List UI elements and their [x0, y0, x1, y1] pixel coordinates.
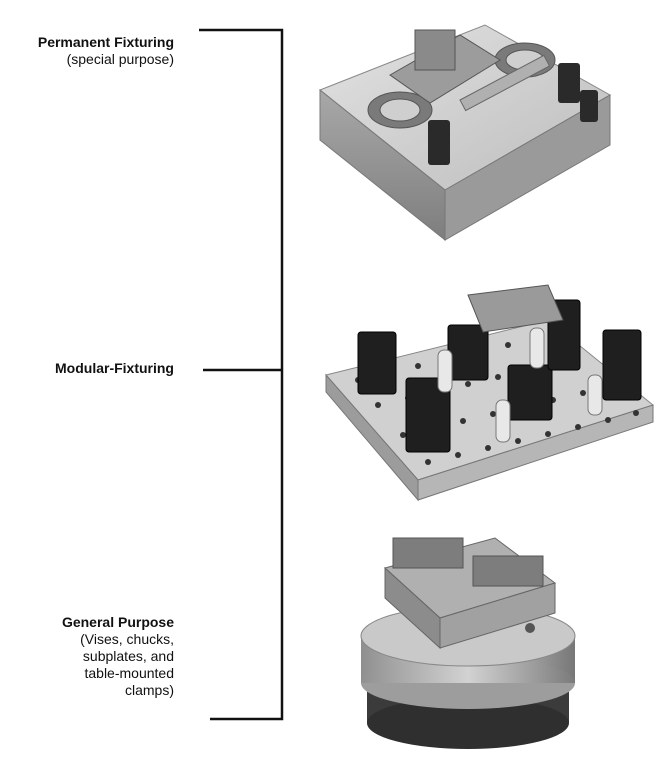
- label-title: Modular-Fixturing: [55, 360, 174, 376]
- label-subtitle: (Vises, chucks, subplates, and table-mou…: [80, 631, 174, 698]
- label-title: General Purpose: [61, 614, 174, 630]
- label-modular-fixturing: Modular-Fixturing: [55, 360, 174, 377]
- general-purpose-vise-image: [360, 537, 576, 749]
- label-general-purpose: General Purpose (Vises, chucks, subplate…: [62, 614, 174, 699]
- bracket-line: [199, 28, 284, 721]
- label-permanent-fixturing: Permanent Fixturing (special purpose): [38, 34, 174, 68]
- label-title: Permanent Fixturing: [37, 34, 174, 50]
- special-purpose-fixture-image: [319, 24, 612, 242]
- modular-fixture-image: [325, 284, 655, 502]
- label-subtitle: (special purpose): [66, 51, 174, 67]
